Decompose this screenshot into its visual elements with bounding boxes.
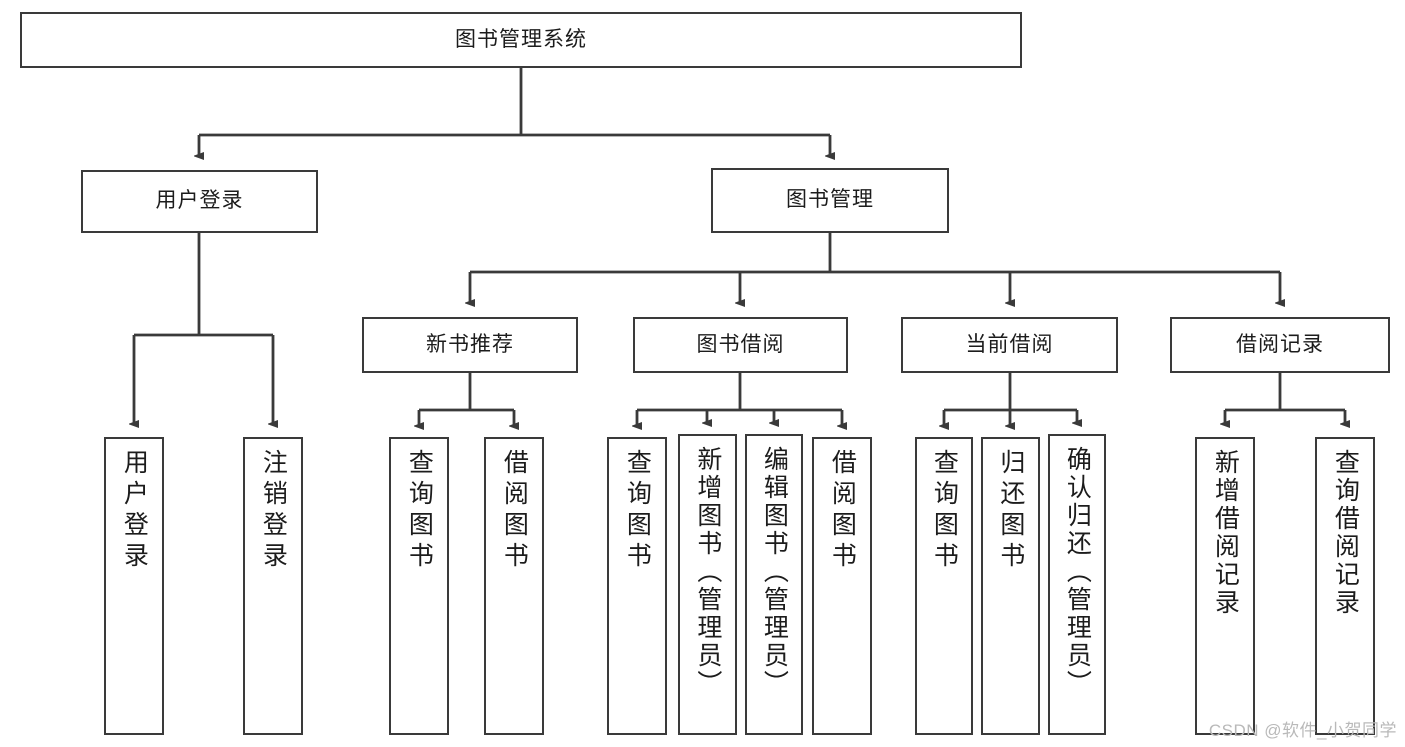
leaf-borrow-book-1-label: 借阅图书: [500, 449, 529, 573]
node-new-book-recommend[interactable]: 新书推荐: [362, 317, 578, 373]
leaf-borrow-book-2-label: 借阅图书: [828, 449, 857, 573]
watermark: CSDN @软件_小贺同学: [1208, 721, 1397, 740]
leaf-logout-login-label: 注销登录: [259, 449, 288, 573]
leaf-user-login-label: 用户登录: [120, 449, 149, 573]
leaf-return-book-label: 归还图书: [996, 449, 1025, 573]
leaf-user-login[interactable]: 用户登录: [104, 437, 164, 735]
leaf-query-book-2-label: 查询图书: [623, 449, 652, 573]
leaf-add-book[interactable]: 新增图书（管理员）: [678, 434, 737, 735]
leaf-query-book-3-label: 查询图书: [930, 449, 959, 573]
leaf-add-record-label: 新增借阅记录: [1211, 449, 1240, 617]
node-current-borrow[interactable]: 当前借阅: [901, 317, 1118, 373]
node-user-login[interactable]: 用户登录: [81, 170, 318, 233]
node-root[interactable]: 图书管理系统: [20, 12, 1022, 68]
leaf-query-book-1-label: 查询图书: [405, 449, 434, 573]
node-borrow-record-label: 借阅记录: [1236, 332, 1324, 356]
leaf-confirm-return[interactable]: 确认归还（管理员）: [1048, 434, 1106, 735]
leaf-return-book[interactable]: 归还图书: [981, 437, 1040, 735]
leaf-query-book-2[interactable]: 查询图书: [607, 437, 667, 735]
node-root-label: 图书管理系统: [455, 27, 587, 51]
node-book-borrow[interactable]: 图书借阅: [633, 317, 848, 373]
leaf-query-book-3[interactable]: 查询图书: [915, 437, 973, 735]
leaf-add-book-label: 新增图书（管理员）: [693, 446, 722, 698]
leaf-query-record-label: 查询借阅记录: [1331, 449, 1360, 617]
leaf-borrow-book-1[interactable]: 借阅图书: [484, 437, 544, 735]
node-current-borrow-label: 当前借阅: [965, 332, 1054, 356]
leaf-add-record[interactable]: 新增借阅记录: [1195, 437, 1255, 735]
node-user-login-label: 用户登录: [155, 189, 244, 213]
leaf-borrow-book-2[interactable]: 借阅图书: [812, 437, 872, 735]
leaf-logout-login[interactable]: 注销登录: [243, 437, 303, 735]
leaf-query-record[interactable]: 查询借阅记录: [1315, 437, 1375, 735]
node-borrow-record[interactable]: 借阅记录: [1170, 317, 1390, 373]
node-book-borrow-label: 图书借阅: [696, 332, 785, 356]
node-book-manage-label: 图书管理: [786, 188, 874, 212]
leaf-query-book-1[interactable]: 查询图书: [389, 437, 449, 735]
leaf-edit-book[interactable]: 编辑图书（管理员）: [745, 434, 803, 735]
leaf-confirm-return-label: 确认归还（管理员）: [1063, 446, 1092, 698]
node-book-manage[interactable]: 图书管理: [711, 168, 949, 233]
leaf-edit-book-label: 编辑图书（管理员）: [760, 446, 789, 698]
node-new-book-recommend-label: 新书推荐: [426, 332, 514, 356]
